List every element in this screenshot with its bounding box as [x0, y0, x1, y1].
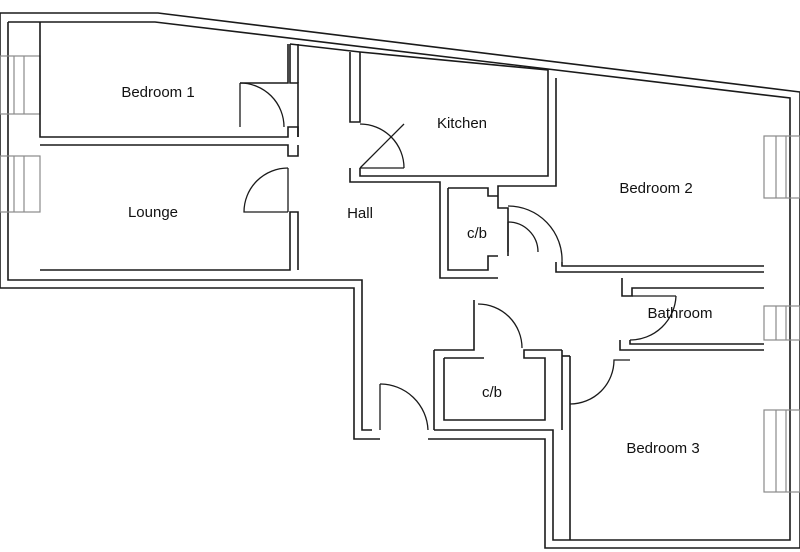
window-bedroom-3 [763, 409, 800, 493]
door-lounge [243, 167, 289, 213]
room-label-cupboard-1: c/b [467, 225, 487, 242]
door-cupboard-1 [507, 221, 539, 253]
door-entrance [379, 383, 429, 431]
outer-walls [0, 12, 800, 549]
room-label-hall: Hall [347, 205, 373, 222]
room-label-bedroom-1: Bedroom 1 [121, 84, 194, 101]
room-label-lounge: Lounge [128, 204, 178, 221]
door-bedroom-1 [239, 82, 285, 128]
door-bedroom-2 [507, 205, 563, 263]
door-bathroom [629, 295, 677, 341]
room-label-kitchen: Kitchen [437, 115, 487, 132]
windows [0, 55, 800, 493]
window-bedroom-2 [763, 135, 800, 199]
door-bedroom-3 [569, 359, 630, 405]
door-kitchen [359, 123, 405, 169]
door-cupboard-2 [477, 303, 523, 349]
room-label-bedroom-3: Bedroom 3 [626, 440, 699, 457]
doors [239, 82, 677, 431]
room-label-bathroom: Bathroom [647, 305, 712, 322]
internal-walls [39, 22, 764, 540]
room-label-cupboard-2: c/b [482, 384, 502, 401]
room-label-bedroom-2: Bedroom 2 [619, 180, 692, 197]
window-lounge [0, 155, 41, 213]
window-bedroom-1 [0, 55, 41, 115]
window-bathroom [763, 305, 800, 341]
room-labels: Bedroom 1 Lounge Hall Kitchen c/b Bedroo… [121, 84, 712, 457]
